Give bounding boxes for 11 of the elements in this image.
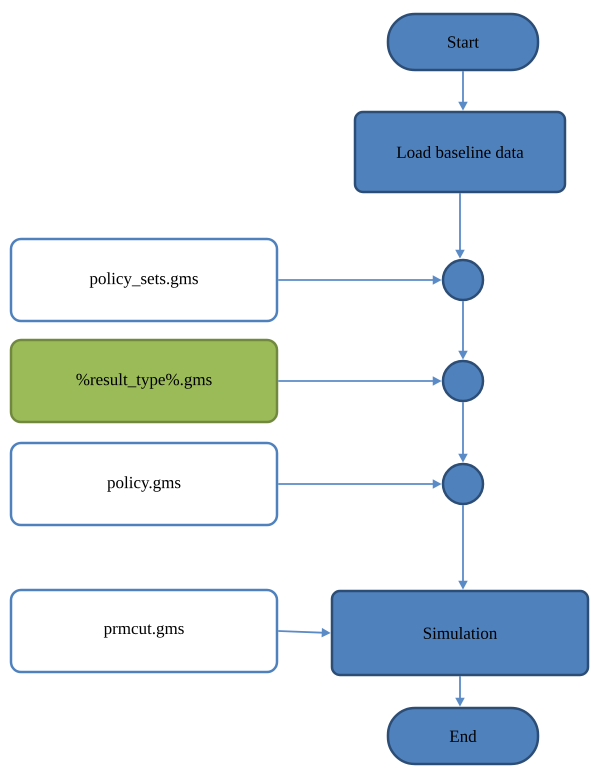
- terminal-pill: Start: [386, 12, 540, 72]
- junction-circle: [442, 258, 484, 302]
- junction-circle: [442, 360, 484, 402]
- terminal-pill: End: [386, 706, 540, 766]
- file-box: policy_sets.gms: [10, 238, 278, 322]
- junction-circle: [442, 462, 484, 506]
- file-box: policy.gms: [10, 442, 278, 526]
- process-box: Simulation: [330, 590, 590, 676]
- file-box: prmcut.gms: [10, 588, 278, 674]
- process-box: Load baseline data: [354, 110, 566, 194]
- file-box: %result_type%.gms: [10, 338, 278, 424]
